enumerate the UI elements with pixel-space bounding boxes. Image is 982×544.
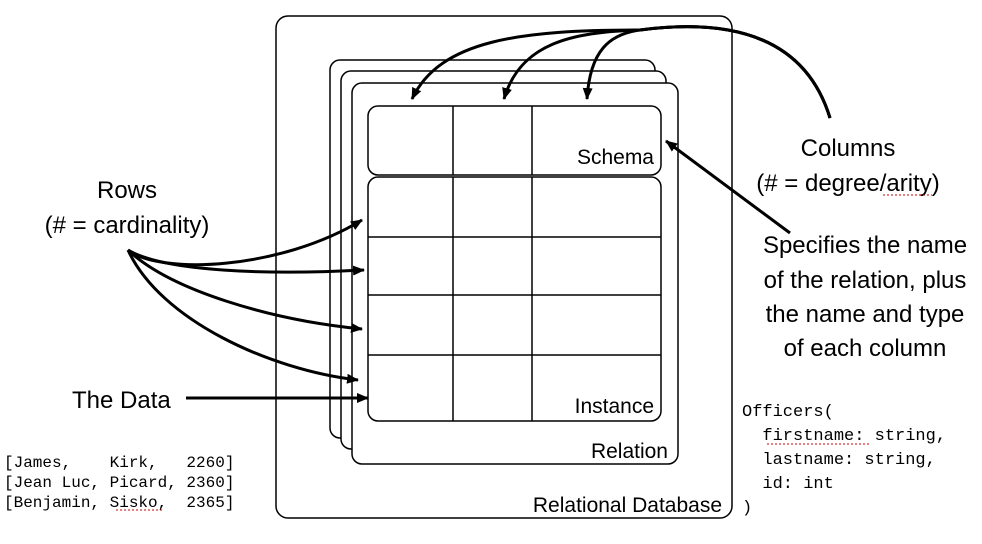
code-line: ) bbox=[742, 499, 752, 518]
rows-arrow bbox=[126, 249, 359, 384]
data-row: [Jean Luc, Picard, 2360] bbox=[4, 474, 234, 492]
data-rows: [James, Kirk, 2260] [Jean Luc, Picard, 2… bbox=[4, 454, 234, 512]
columns-label: Columns bbox=[801, 135, 896, 162]
instance-box bbox=[367, 176, 662, 422]
specifies-label: of the relation, plus bbox=[764, 267, 967, 294]
rows-arrows bbox=[126, 218, 365, 384]
columns-degree-label: (# = degree/arity) bbox=[756, 170, 939, 197]
relational-database-label: Relational Database bbox=[533, 494, 722, 517]
rows-label: Rows bbox=[97, 177, 157, 204]
instance-label: Instance bbox=[575, 395, 654, 418]
columns-arrow bbox=[582, 25, 832, 119]
relation-label: Relation bbox=[591, 440, 668, 463]
code-line: lastname: string, bbox=[742, 451, 936, 470]
data-row: [Benjamin, Sisko, 2365] bbox=[4, 494, 234, 512]
code-line: Officers( bbox=[742, 403, 834, 422]
specifies-label: Specifies the name bbox=[763, 232, 967, 259]
code-line: firstname: string, bbox=[742, 427, 946, 446]
schema-box bbox=[367, 105, 662, 176]
the-data-label: The Data bbox=[72, 387, 171, 414]
specifies-label: the name and type bbox=[766, 301, 965, 328]
columns-arrows bbox=[410, 25, 832, 119]
specifies-label: of each column bbox=[784, 335, 947, 362]
rows-arrow bbox=[127, 248, 365, 276]
schema-code: Officers( firstname: string, lastname: s… bbox=[742, 403, 946, 518]
code-line: id: int bbox=[742, 475, 834, 494]
specifies-arrow bbox=[665, 139, 791, 235]
rows-arrow bbox=[126, 248, 363, 333]
schema-label: Schema bbox=[577, 146, 654, 169]
data-row: [James, Kirk, 2260] bbox=[4, 454, 234, 472]
rows-cardinality-label: (# = cardinality) bbox=[45, 212, 210, 239]
